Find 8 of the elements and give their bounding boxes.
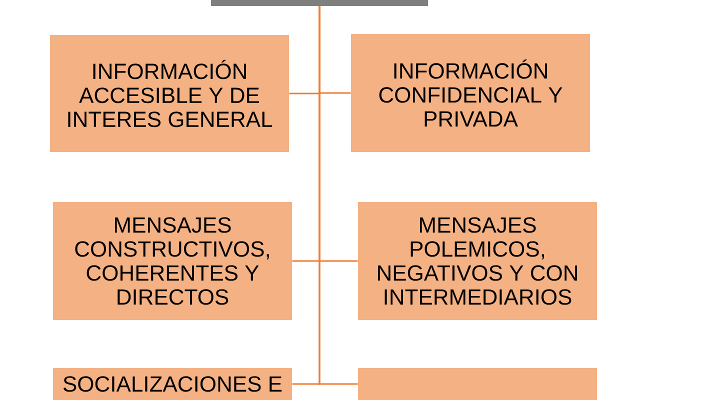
info-box: INFORMACIÓN ACCESIBLE Y DE INTERES GENERAL — [50, 35, 289, 152]
connector-line — [318, 6, 358, 385]
info-box: MENSAJES CONSTRUCTIVOS, COHERENTES Y DIRECTOS — [53, 202, 292, 320]
info-box: SOCIALIZACIONES E — [53, 368, 292, 400]
info-box — [358, 368, 597, 400]
info-box: INFORMACIÓN CONFIDENCIAL Y PRIVADA — [351, 34, 590, 152]
header-bar — [211, 0, 428, 6]
info-box: MENSAJES POLEMICOS, NEGATIVOS Y CON INTERMEDIARIOS — [358, 202, 597, 320]
